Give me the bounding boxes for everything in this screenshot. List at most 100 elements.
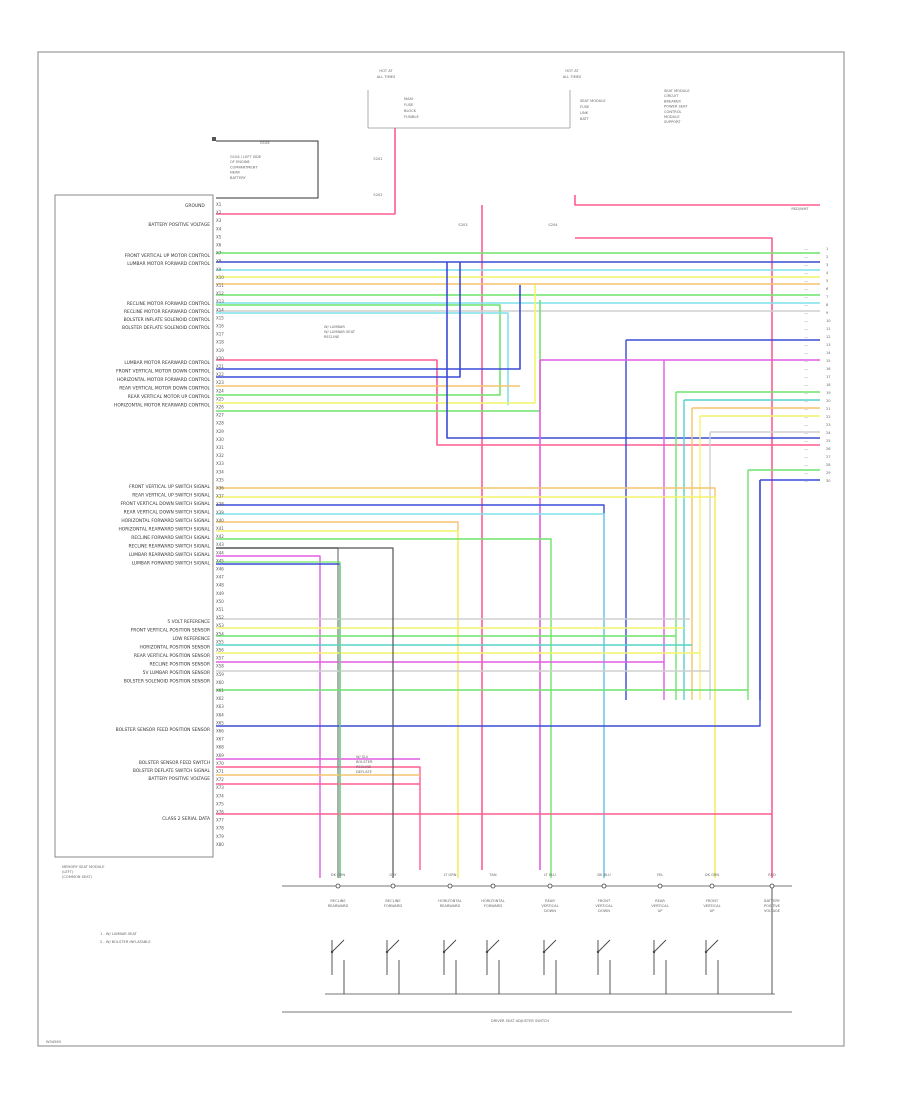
bundle-tick: — bbox=[804, 343, 808, 347]
bundle-pin: 7 bbox=[826, 295, 828, 299]
pin-label: HORIZONTAL MOTOR REARWARD CONTROL bbox=[114, 403, 210, 409]
drop-wire-3 bbox=[683, 399, 820, 700]
pin-label: BATTERY POSITIVE VOLTAGE bbox=[148, 776, 210, 782]
bundle-tick: — bbox=[804, 319, 808, 323]
bundle-tick: — bbox=[804, 423, 808, 427]
bundle-tick: — bbox=[804, 359, 808, 363]
bundle-pin: 28 bbox=[826, 463, 831, 467]
pin-label: BOLSTER SENSOR FEED POSITION SENSOR bbox=[116, 727, 210, 733]
legend-item: 1 - W/ LUMBAR SEAT bbox=[100, 932, 138, 936]
pin-number: X6 bbox=[216, 243, 222, 248]
pin-number: X64 bbox=[216, 712, 224, 717]
signal-wire-2 bbox=[216, 504, 605, 878]
ground-text: NEAR bbox=[230, 171, 240, 175]
switch-wire-label: GRY bbox=[389, 873, 397, 877]
switch-label: REAR bbox=[655, 899, 665, 903]
pin-label: FRONT VERTICAL MOTOR DOWN CONTROL bbox=[116, 369, 210, 375]
fuse-title: ALL TIMES bbox=[563, 75, 582, 79]
pin-number: X4 bbox=[216, 226, 222, 231]
bundle-label: RED/WHT bbox=[791, 207, 809, 211]
pin-label: RECLINE MOTOR FORWARD CONTROL bbox=[127, 301, 211, 307]
switch-label: VERTICAL bbox=[651, 904, 668, 908]
pin-number: X24 bbox=[216, 388, 224, 393]
pin-label: LOW REFERENCE bbox=[172, 636, 210, 642]
switch-blade bbox=[597, 939, 611, 953]
battery-wire bbox=[216, 128, 396, 215]
pin-number: X37 bbox=[216, 494, 224, 499]
pin-label: REAR VERTICAL MOTOR DOWN CONTROL bbox=[119, 386, 210, 392]
pin-label: FRONT VERTICAL POSITION SENSOR bbox=[131, 628, 210, 634]
pin-number: X33 bbox=[216, 461, 224, 466]
bundle-pin: 24 bbox=[826, 431, 831, 435]
fuse-title: HOT AT bbox=[565, 69, 579, 73]
pin-number: X9 bbox=[216, 267, 222, 272]
fuse-item: LINK bbox=[580, 111, 589, 115]
pin-number: X27 bbox=[216, 413, 224, 418]
pin-label: REAR VERTICAL DOWN SWITCH SIGNAL bbox=[124, 510, 211, 516]
pin-label: HORIZONTAL FORWARD SWITCH SIGNAL bbox=[121, 518, 210, 524]
switch-terminal bbox=[657, 883, 663, 889]
bundle-tick: — bbox=[804, 399, 808, 403]
pin-number: X3 bbox=[216, 218, 222, 223]
pin-number: X46 bbox=[216, 567, 224, 572]
fuse-side: BREAKER bbox=[664, 99, 681, 103]
bundle-pin: 17 bbox=[826, 375, 831, 379]
bundle-tick: — bbox=[804, 463, 808, 467]
fuse-side: CIRCUIT bbox=[664, 94, 679, 98]
switch-pivot bbox=[385, 950, 389, 954]
splice-label: S201 bbox=[373, 157, 382, 161]
pin-label: BOLSTER SOLENOID POSITION SENSOR bbox=[124, 679, 210, 685]
pin-label: LUMBAR FORWARD SWITCH SIGNAL bbox=[132, 561, 211, 567]
pin-number: X43 bbox=[216, 542, 224, 547]
ground-text: OF ENGINE bbox=[230, 160, 251, 164]
pin-label: FRONT VERTICAL UP MOTOR CONTROL bbox=[125, 253, 211, 259]
pin-number: X67 bbox=[216, 737, 224, 742]
bundle-pin: 11 bbox=[826, 327, 831, 331]
bundle-tick: — bbox=[804, 383, 808, 387]
switch-pivot bbox=[596, 950, 600, 954]
ground-text: G104 / LEFT SIDE bbox=[230, 155, 262, 159]
switch-label: VERTICAL bbox=[541, 904, 558, 908]
recline-loop-wire bbox=[216, 304, 501, 396]
bundle-pin: 15 bbox=[826, 359, 831, 363]
bundle-tick: — bbox=[804, 311, 808, 315]
pin-number: X47 bbox=[216, 575, 224, 580]
fuse-side: MODULE bbox=[664, 115, 680, 119]
pin-number: X11 bbox=[216, 283, 224, 288]
switch-terminal bbox=[547, 883, 553, 889]
pin-number: X78 bbox=[216, 826, 224, 831]
pin-number: X72 bbox=[216, 777, 224, 782]
switch-label: FRONT bbox=[598, 899, 611, 903]
pin-number: X25 bbox=[216, 396, 224, 401]
ground-symbol bbox=[212, 137, 216, 141]
pin-number: X66 bbox=[216, 729, 224, 734]
callout-mid: W/ LUMBAR SEAT bbox=[324, 330, 356, 334]
blue-cross-wire bbox=[446, 262, 820, 439]
outer-border bbox=[37, 51, 845, 1047]
callout-low: DEFLATE bbox=[356, 770, 373, 774]
signal-wire-6 bbox=[216, 538, 552, 878]
bundle-tick: — bbox=[804, 327, 808, 331]
switch-terminal bbox=[769, 883, 775, 889]
ground-label: G104 bbox=[260, 141, 270, 145]
signal-wire-4 bbox=[216, 521, 459, 878]
pin-number: X31 bbox=[216, 445, 224, 450]
switch-wire-label: LT GRN bbox=[444, 873, 457, 877]
red-switch-wire bbox=[575, 237, 773, 878]
switch-terminal bbox=[447, 883, 453, 889]
switch-wire-label: RED bbox=[768, 873, 776, 877]
signal-wire-5 bbox=[216, 530, 459, 878]
switch-label: REARWARD bbox=[440, 904, 461, 908]
drop-wire-0 bbox=[625, 339, 820, 700]
pin-number: X5 bbox=[216, 234, 222, 239]
fuse-item: BATT bbox=[580, 117, 590, 121]
drop-wire-6 bbox=[709, 431, 820, 700]
pin-label: GROUND bbox=[185, 203, 205, 209]
pin-number: X68 bbox=[216, 745, 224, 750]
pin-number: X23 bbox=[216, 380, 224, 385]
switch-wire-label: DK GRN bbox=[331, 873, 346, 877]
bundle-tick: — bbox=[804, 295, 808, 299]
bundle-tick: — bbox=[804, 287, 808, 291]
